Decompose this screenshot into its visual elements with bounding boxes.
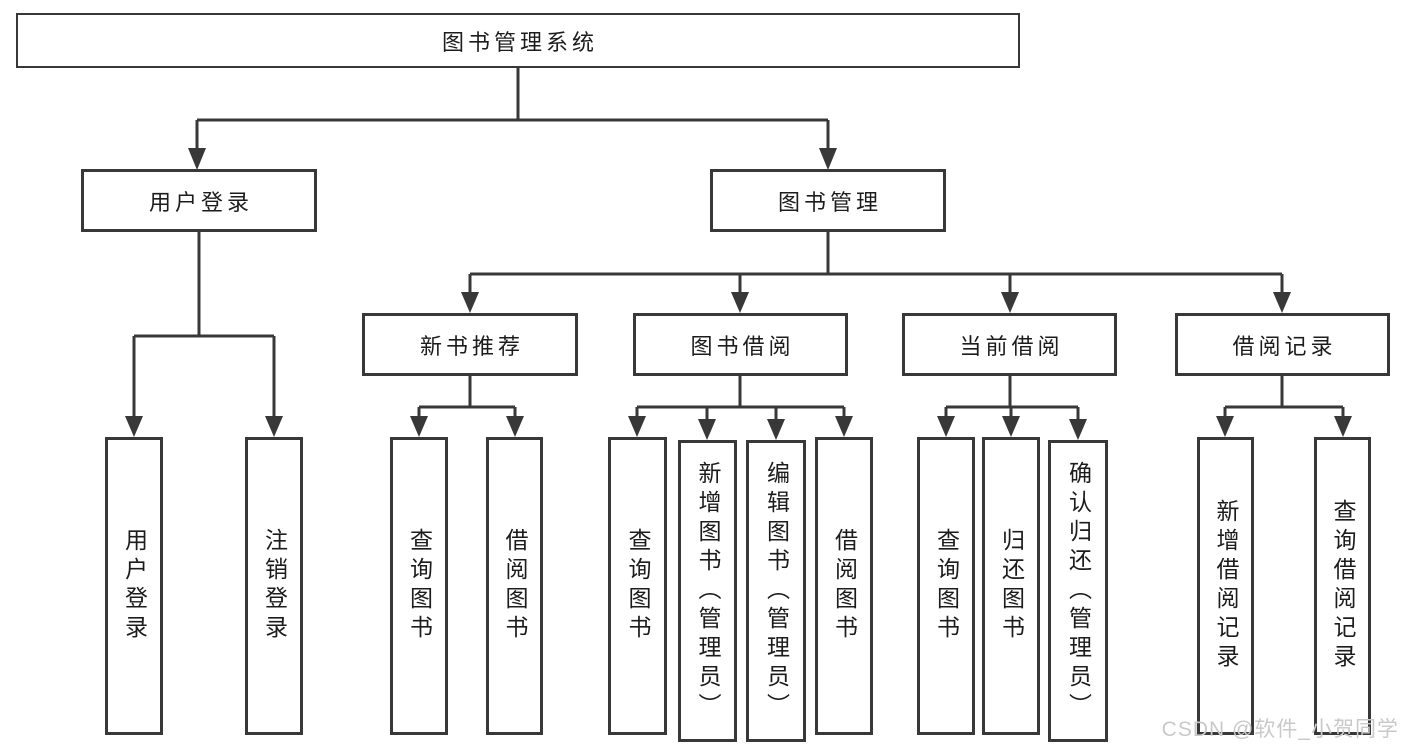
node-library-management-system: 图书管理系统 <box>16 13 1020 68</box>
node-current-borrow: 当前借阅 <box>902 313 1117 376</box>
node-book-borrow: 图书借阅 <box>633 313 848 376</box>
connector-new-book-to-leaves <box>410 376 524 437</box>
leaf-query-borrow-record: 查询借阅记录 <box>1314 437 1371 735</box>
connector-book-borrow-to-leaves <box>628 376 853 440</box>
leaf-edit-books-admin: 编辑图书（管理员） <box>746 440 806 742</box>
leaf-confirm-return-admin: 确认归还（管理员） <box>1048 440 1108 742</box>
leaf-return-books: 归还图书 <box>982 437 1040 735</box>
leaf-query-books-current: 查询图书 <box>917 437 975 735</box>
leaf-user-login: 用户登录 <box>105 437 163 735</box>
node-book-management: 图书管理 <box>710 169 946 232</box>
connector-root-to-level2 <box>188 68 837 170</box>
leaf-add-books-admin: 新增图书（管理员） <box>678 440 737 742</box>
leaf-logout: 注销登录 <box>245 437 303 735</box>
connector-borrow-record-to-leaves <box>1216 376 1352 437</box>
leaf-borrow-books: 借阅图书 <box>815 437 873 735</box>
node-borrow-record: 借阅记录 <box>1175 313 1390 376</box>
leaf-query-books-borrow: 查询图书 <box>608 437 667 735</box>
leaf-query-books-recommend: 查询图书 <box>390 437 448 735</box>
leaf-add-borrow-record: 新增借阅记录 <box>1197 437 1254 735</box>
node-new-book-recommend: 新书推荐 <box>362 313 578 376</box>
connector-book-mgmt-to-level3 <box>461 232 1291 313</box>
connector-current-borrow-to-leaves <box>937 376 1087 440</box>
connector-user-login-to-leaves <box>125 232 283 437</box>
leaf-borrow-books-recommend: 借阅图书 <box>486 437 543 735</box>
csdn-watermark: CSDN @软件_小贺同学 <box>1161 718 1399 741</box>
node-user-login: 用户登录 <box>81 169 317 232</box>
